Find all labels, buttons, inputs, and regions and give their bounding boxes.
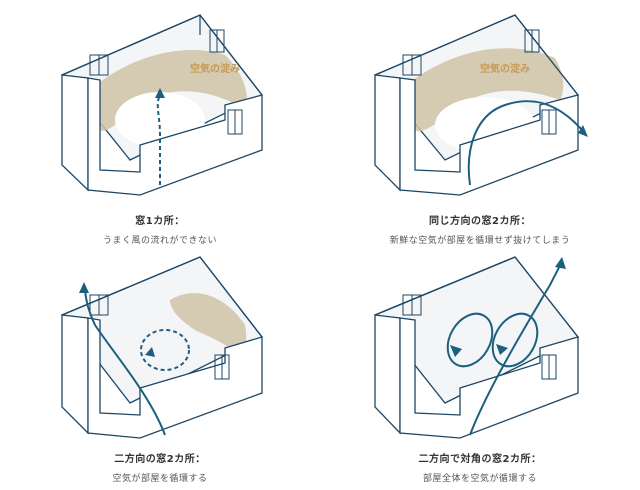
panel-same-direction-windows: 空気の淀み 同じ方向の窓2カ所： 新鮮な空気が部屋を循環せず抜けてしまう xyxy=(320,0,640,246)
caption-panel-1: 窓1カ所： うまく風の流れができない xyxy=(0,212,320,246)
stagnant-air-region xyxy=(398,48,564,132)
panel-description: 新鮮な空気が部屋を循環せず抜けてしまう xyxy=(389,236,571,246)
room-diagram-one-window: 空気の淀み xyxy=(60,14,264,196)
stagnant-label: 空気の淀み xyxy=(480,62,530,75)
panel-two-direction-windows: 二方向の窓2カ所： 空気が部屋を循環する xyxy=(0,245,320,490)
room-diagram-two-direction xyxy=(60,256,263,439)
stagnant-label: 空気の淀み xyxy=(190,62,240,75)
stagnant-air-region xyxy=(170,293,247,355)
panel-title: 窓1カ所： xyxy=(135,216,185,227)
panel-diagonal-windows: 二方向で対角の窓2カ所： 部屋全体を空気が循環する xyxy=(320,245,640,490)
room-diagram-same-direction: 空気の淀み xyxy=(373,14,588,196)
panel-title: 同じ方向の窓2カ所： xyxy=(429,216,531,227)
caption-panel-4: 二方向で対角の窓2カ所： 部屋全体を空気が循環する xyxy=(320,450,640,484)
caption-panel-3: 二方向の窓2カ所： 空気が部屋を循環する xyxy=(0,450,320,484)
panel-description: 部屋全体を空気が循環する xyxy=(422,474,537,484)
panel-description: うまく風の流れができない xyxy=(102,236,217,246)
panel-title: 二方向の窓2カ所： xyxy=(114,454,206,465)
caption-panel-2: 同じ方向の窓2カ所： 新鮮な空気が部屋を循環せず抜けてしまう xyxy=(320,212,640,246)
room-diagram-diagonal xyxy=(373,256,580,439)
panel-one-window: 空気の淀み 窓1カ所： うまく風の流れができない xyxy=(0,0,320,246)
panel-title: 二方向で対角の窓2カ所： xyxy=(418,454,542,465)
panel-description: 空気が部屋を循環する xyxy=(112,474,208,484)
